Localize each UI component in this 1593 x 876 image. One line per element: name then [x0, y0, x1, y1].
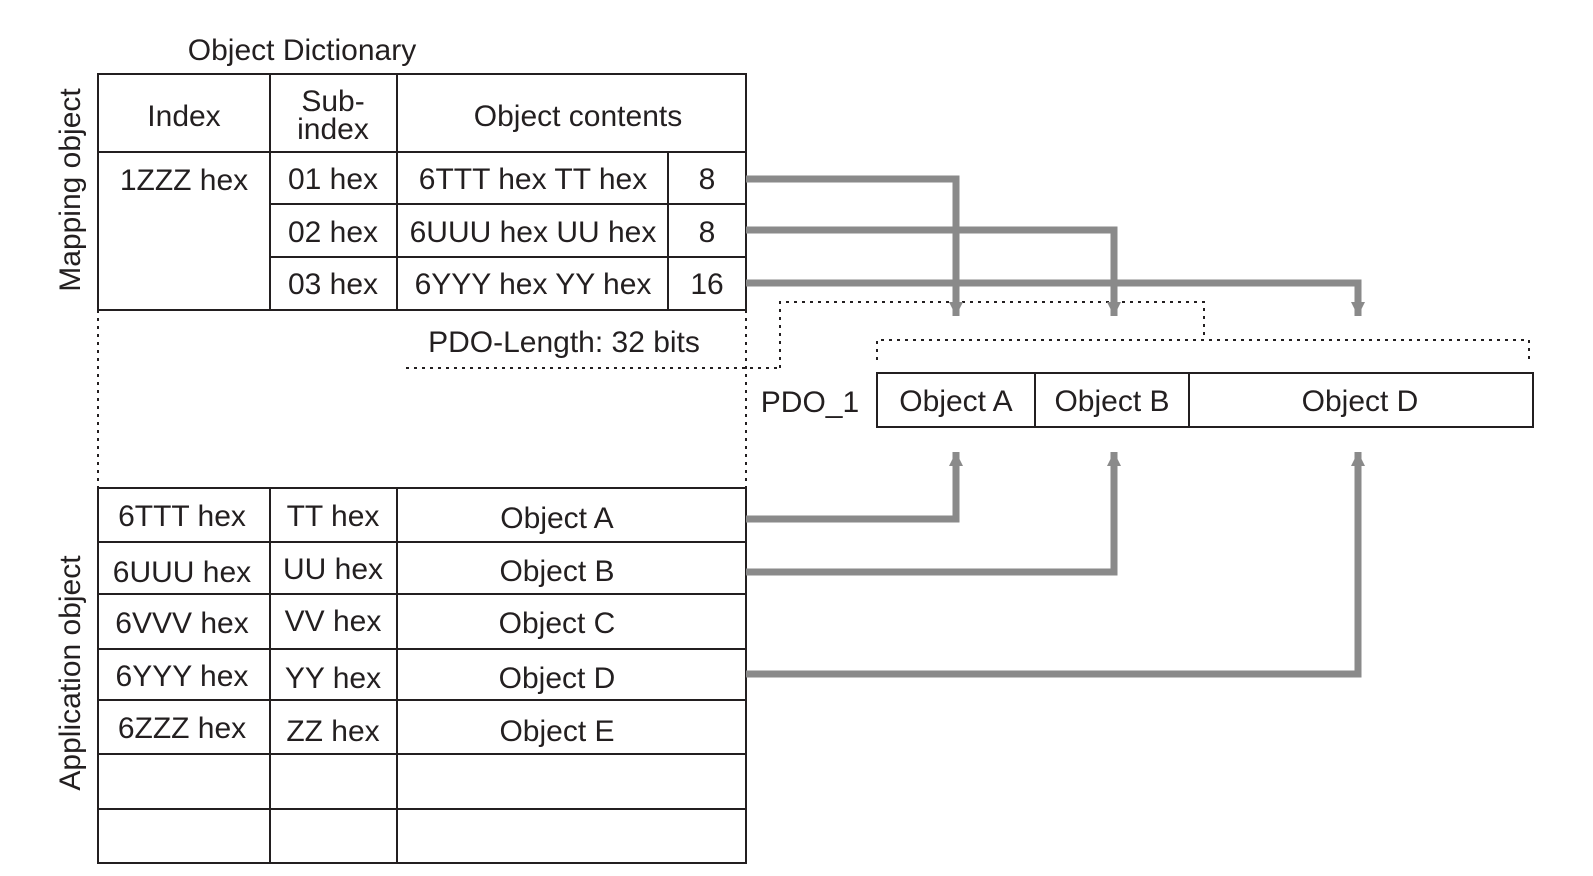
mapping-subindex: 03 hex [288, 268, 378, 301]
app-subindex: VV hex [285, 605, 382, 638]
app-content: Object E [499, 715, 614, 748]
pdo-cell-object-b: Object B [1054, 385, 1169, 418]
app-content: Object A [500, 502, 613, 535]
application-table [97, 487, 747, 864]
pdo-frame-border [876, 372, 1534, 428]
mapping-content: 6TTT hex TT hex [419, 163, 647, 196]
mapping-length: 16 [690, 268, 723, 301]
app-content: Object D [499, 662, 616, 695]
dotted-gap-region [97, 301, 1530, 488]
pdo-length-dotted-bracket [779, 301, 1205, 368]
mapping-table-border [97, 73, 747, 311]
arrow-down-object-a [746, 175, 956, 316]
arrow-up-object-d [746, 452, 1358, 678]
app-index: 6UUU hex [113, 556, 251, 589]
mapping-index: 1ZZZ hex [120, 164, 248, 197]
diagram-title: Object Dictionary [188, 34, 416, 67]
mapping-arrows [746, 175, 1358, 678]
pdo-frame [876, 372, 1534, 428]
header-index: Index [147, 100, 220, 133]
pdo-dotted-bracket [876, 339, 1530, 360]
app-content: Object C [499, 607, 616, 640]
pdo-label: PDO_1 [761, 386, 859, 419]
arrow-down-object-b [746, 226, 1114, 316]
header-subindex: Sub- [301, 85, 364, 118]
app-content: Object B [499, 555, 614, 588]
header-subindex: index [297, 113, 369, 146]
mapping-table [97, 73, 747, 311]
app-subindex: YY hex [285, 662, 381, 695]
mapping-subindex: 02 hex [288, 216, 378, 249]
app-index: 6YYY hex [116, 660, 249, 693]
app-subindex: ZZ hex [286, 715, 379, 748]
pdo-length-label: PDO-Length: 32 bits [428, 326, 700, 359]
pdo-cell-object-d: Object D [1302, 385, 1419, 418]
mapping-length: 8 [699, 216, 716, 249]
app-index: 6TTT hex [118, 500, 246, 533]
mapping-length: 8 [699, 163, 716, 196]
pdo-cell-object-a: Object A [899, 385, 1012, 418]
mapping-content: 6YYY hex YY hex [415, 268, 652, 301]
header-object-contents: Object contents [474, 100, 682, 133]
mapping-object-label: Mapping object [54, 88, 87, 292]
mapping-subindex: 01 hex [288, 163, 378, 196]
app-subindex: TT hex [287, 500, 380, 533]
arrow-down-object-d [746, 279, 1358, 316]
arrow-up-object-b [746, 452, 1114, 576]
app-index: 6VVV hex [115, 607, 248, 640]
app-index: 6ZZZ hex [118, 712, 246, 745]
arrow-up-object-a [746, 452, 956, 523]
application-object-label: Application object [54, 555, 87, 791]
app-subindex: UU hex [283, 553, 383, 586]
mapping-content: 6UUU hex UU hex [410, 216, 657, 249]
